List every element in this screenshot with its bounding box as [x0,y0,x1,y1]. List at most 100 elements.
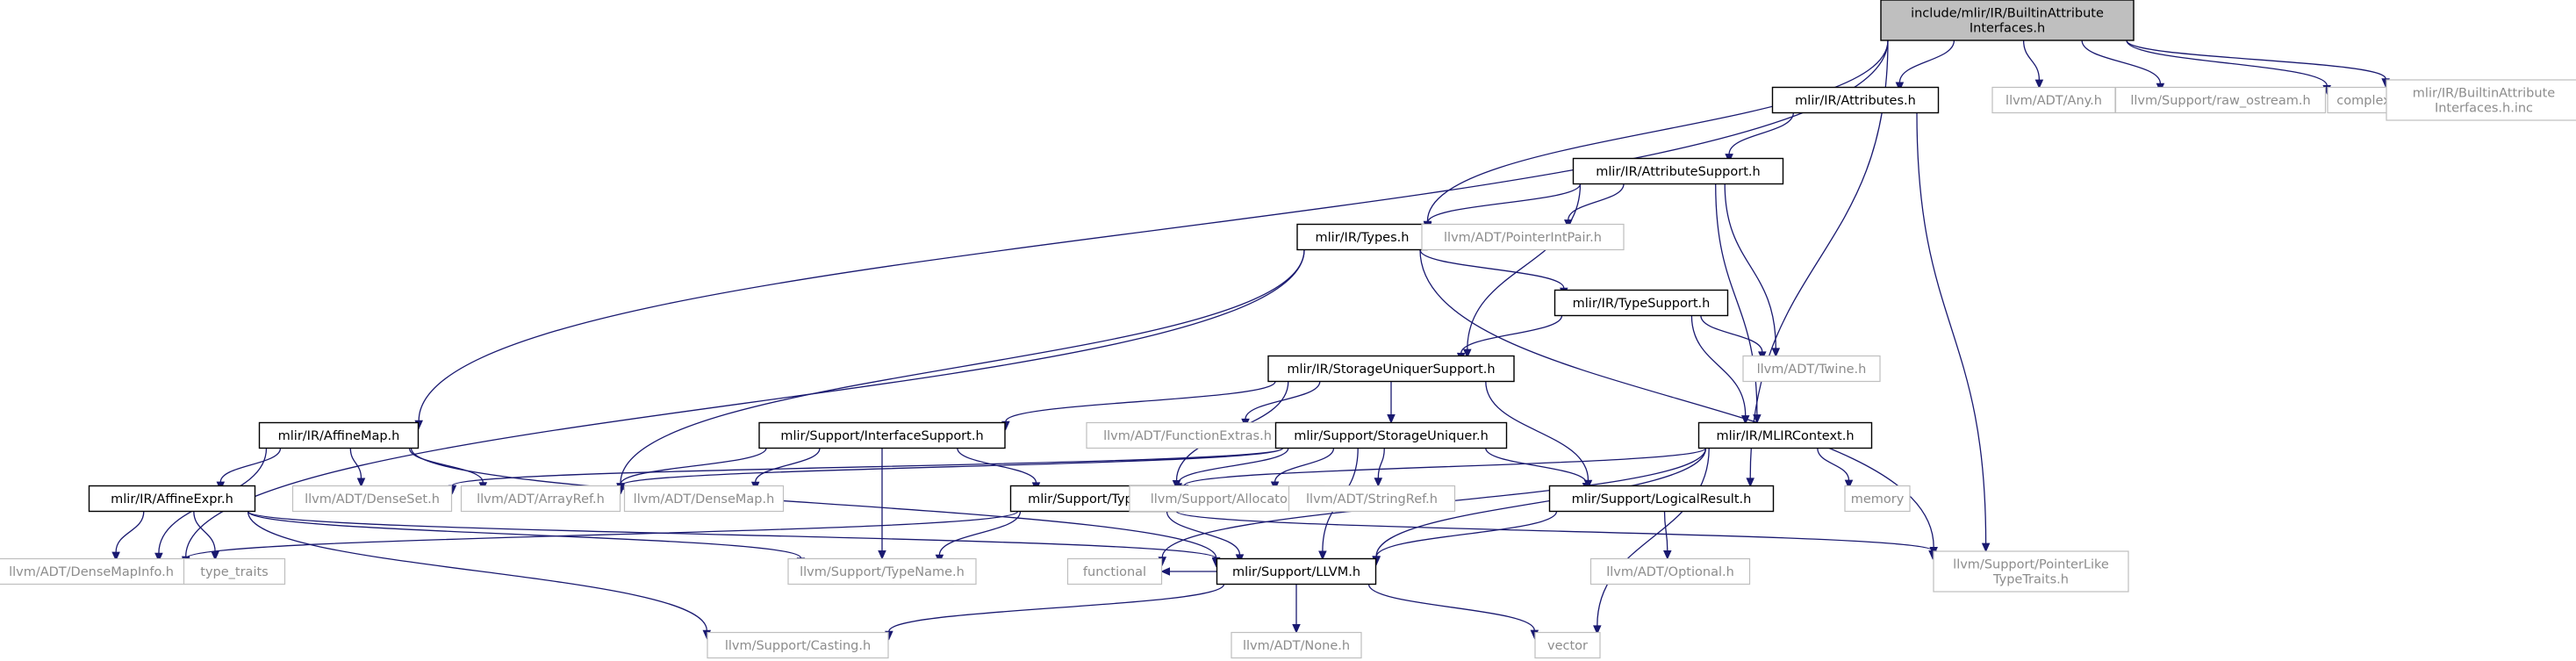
edge-root-to-types [1426,40,1889,222]
node-affinemap[interactable]: mlir/IR/AffineMap.h [258,421,420,449]
node-box-memory [1844,485,1911,513]
node-label-types: mlir/IR/Types.h [1316,231,1410,245]
node-label-affineexpr: mlir/IR/AffineExpr.h [111,492,233,507]
node-label-builtininc-line-2: Interfaces.h.inc [2435,102,2533,116]
edge-types-to-typesupport [1419,249,1565,289]
node-label-attrsupport: mlir/IR/AttributeSupport.h [1596,165,1760,179]
node-box-logicalresult [1548,485,1775,513]
node-functional[interactable]: functional [1066,557,1163,586]
node-box-densemapinfo [0,557,186,586]
node-label-allocator: llvm/Support/Allocator.h [1151,492,1304,507]
arrowhead-affinemap-to-denseset [356,478,366,488]
dependency-edges [111,40,2390,641]
node-storageuniquer[interactable]: mlir/Support/StorageUniquer.h [1274,421,1508,449]
node-affineexpr[interactable]: mlir/IR/AffineExpr.h [88,485,256,513]
edge-ifacesupport-to-arrayref [620,448,767,485]
node-label-root-line-1: include/mlir/IR/BuiltinAttribute [1911,7,2104,21]
node-box-affineexpr [88,485,256,513]
edge-llvmh-to-casting [888,584,1225,632]
node-box-storageuniquer [1274,421,1508,449]
node-label-logicalresult: mlir/Support/LogicalResult.h [1572,492,1752,507]
edge-storageuniquer-to-stringref [1377,448,1385,478]
node-functionextras[interactable]: llvm/ADT/FunctionExtras.h [1086,421,1289,449]
node-box-typename [787,557,977,586]
node-label-typename: llvm/Support/TypeName.h [800,565,965,579]
node-memory[interactable]: memory [1844,485,1911,513]
node-attributes[interactable]: mlir/IR/Attributes.h [1771,86,1940,114]
node-attrsupport[interactable]: mlir/IR/AttributeSupport.h [1572,157,1784,185]
arrowhead-attrsupport-to-storageunisupport [1463,348,1472,359]
node-label-vector: vector [1547,639,1588,653]
arrowhead-storageuniquer-to-llvmh [1318,550,1327,561]
edge-storageuniquer-to-logicalresult [1485,448,1588,484]
node-arrayref[interactable]: llvm/ADT/ArrayRef.h [460,485,621,513]
node-box-builtininc [2386,79,2576,121]
node-llvmh[interactable]: mlir/Support/LLVM.h [1216,557,1377,586]
node-box-denseset [291,485,453,513]
node-typesupport[interactable]: mlir/IR/TypeSupport.h [1553,289,1729,317]
edge-storageuniquer-to-typeid [1177,448,1289,485]
node-label-functionextras: llvm/ADT/FunctionExtras.h [1103,429,1272,443]
node-typetraits[interactable]: type_traits [183,557,286,586]
node-types[interactable]: mlir/IR/Types.h [1296,223,1428,251]
edge-logicalresult-to-optional [1663,511,1668,551]
arrowhead-llvmh-to-none [1292,624,1301,634]
edge-logicalresult-to-llvmh [1375,511,1558,557]
node-stringref[interactable]: llvm/ADT/StringRef.h [1288,485,1456,513]
node-root[interactable]: include/mlir/IR/BuiltinAttributeInterfac… [1880,0,2135,41]
node-label-storageunisupport: mlir/IR/StorageUniquerSupport.h [1287,363,1495,377]
node-box-stringref [1288,485,1456,513]
node-twine[interactable]: llvm/ADT/Twine.h [1742,355,1881,383]
node-label-typetraits: type_traits [200,565,268,579]
edge-attributes-to-attrsupport [1728,112,1794,154]
node-pointerintpair[interactable]: llvm/ADT/PointerIntPair.h [1421,223,1625,251]
node-densemap[interactable]: llvm/ADT/DenseMap.h [623,485,785,513]
node-label-twine: llvm/ADT/Twine.h [1757,363,1867,377]
node-vector[interactable]: vector [1534,631,1601,659]
node-box-any [1991,86,2116,114]
arrowhead-root-to-any [2034,79,2044,90]
node-storageunisupport[interactable]: mlir/IR/StorageUniquerSupport.h [1267,355,1515,383]
node-none[interactable]: llvm/ADT/None.h [1231,631,1362,659]
node-denseset[interactable]: llvm/ADT/DenseSet.h [291,485,453,513]
edge-llvmh-to-vector [1367,584,1535,631]
node-logicalresult[interactable]: mlir/Support/LogicalResult.h [1548,485,1775,513]
node-mlircontext[interactable]: mlir/IR/MLIRContext.h [1697,421,1873,449]
node-box-twine [1742,355,1881,383]
edge-storageunisupport-to-functionextras [1245,381,1321,420]
arrowhead-typesupport-to-mlircontext [1740,415,1750,425]
node-box-functionextras [1086,421,1289,449]
node-box-none [1231,631,1362,659]
node-box-mlircontext [1697,421,1873,449]
edge-root-to-rawostream [2081,40,2162,84]
node-box-attributes [1771,86,1940,114]
edge-mlircontext-to-typeid [1183,447,1707,486]
node-any[interactable]: llvm/ADT/Any.h [1991,86,2116,114]
node-label-none: llvm/ADT/None.h [1243,639,1350,653]
node-densemapinfo[interactable]: llvm/ADT/DenseMapInfo.h [0,557,186,586]
node-box-storageunisupport [1267,355,1515,383]
node-typename[interactable]: llvm/Support/TypeName.h [787,557,977,586]
edge-affinemap-to-arrayref [408,448,484,483]
node-box-ifacesupport [758,421,1006,449]
edge-typeid-to-pointerlike [1175,510,1934,552]
arrowhead-attrsupport-to-twine [1771,348,1781,358]
edge-attrsupport-to-storageunisupport [1467,183,1582,350]
edge-storageuniquer-to-denseset [451,447,1284,486]
edge-storageunisupport-to-logicalresult [1485,381,1589,481]
edge-typeid-to-densemapinfo [185,510,1019,559]
node-casting[interactable]: llvm/Support/Casting.h [707,631,889,659]
node-rawostream[interactable]: llvm/Support/raw_ostream.h [2114,86,2327,114]
node-label-attributes: mlir/IR/Attributes.h [1795,94,1916,108]
edge-typesupport-to-mlircontext [1690,315,1747,416]
node-ifacesupport[interactable]: mlir/Support/InterfaceSupport.h [758,421,1006,449]
arrowhead-root-to-attributes [1895,82,1905,92]
node-label-mlircontext: mlir/IR/MLIRContext.h [1716,429,1854,443]
node-box-rawostream [2114,86,2327,114]
node-label-storageuniquer: mlir/Support/StorageUniquer.h [1294,429,1489,443]
node-label-pointerintpair: llvm/ADT/PointerIntPair.h [1444,231,1602,245]
node-optional[interactable]: llvm/ADT/Optional.h [1589,557,1751,586]
node-box-casting [707,631,889,659]
